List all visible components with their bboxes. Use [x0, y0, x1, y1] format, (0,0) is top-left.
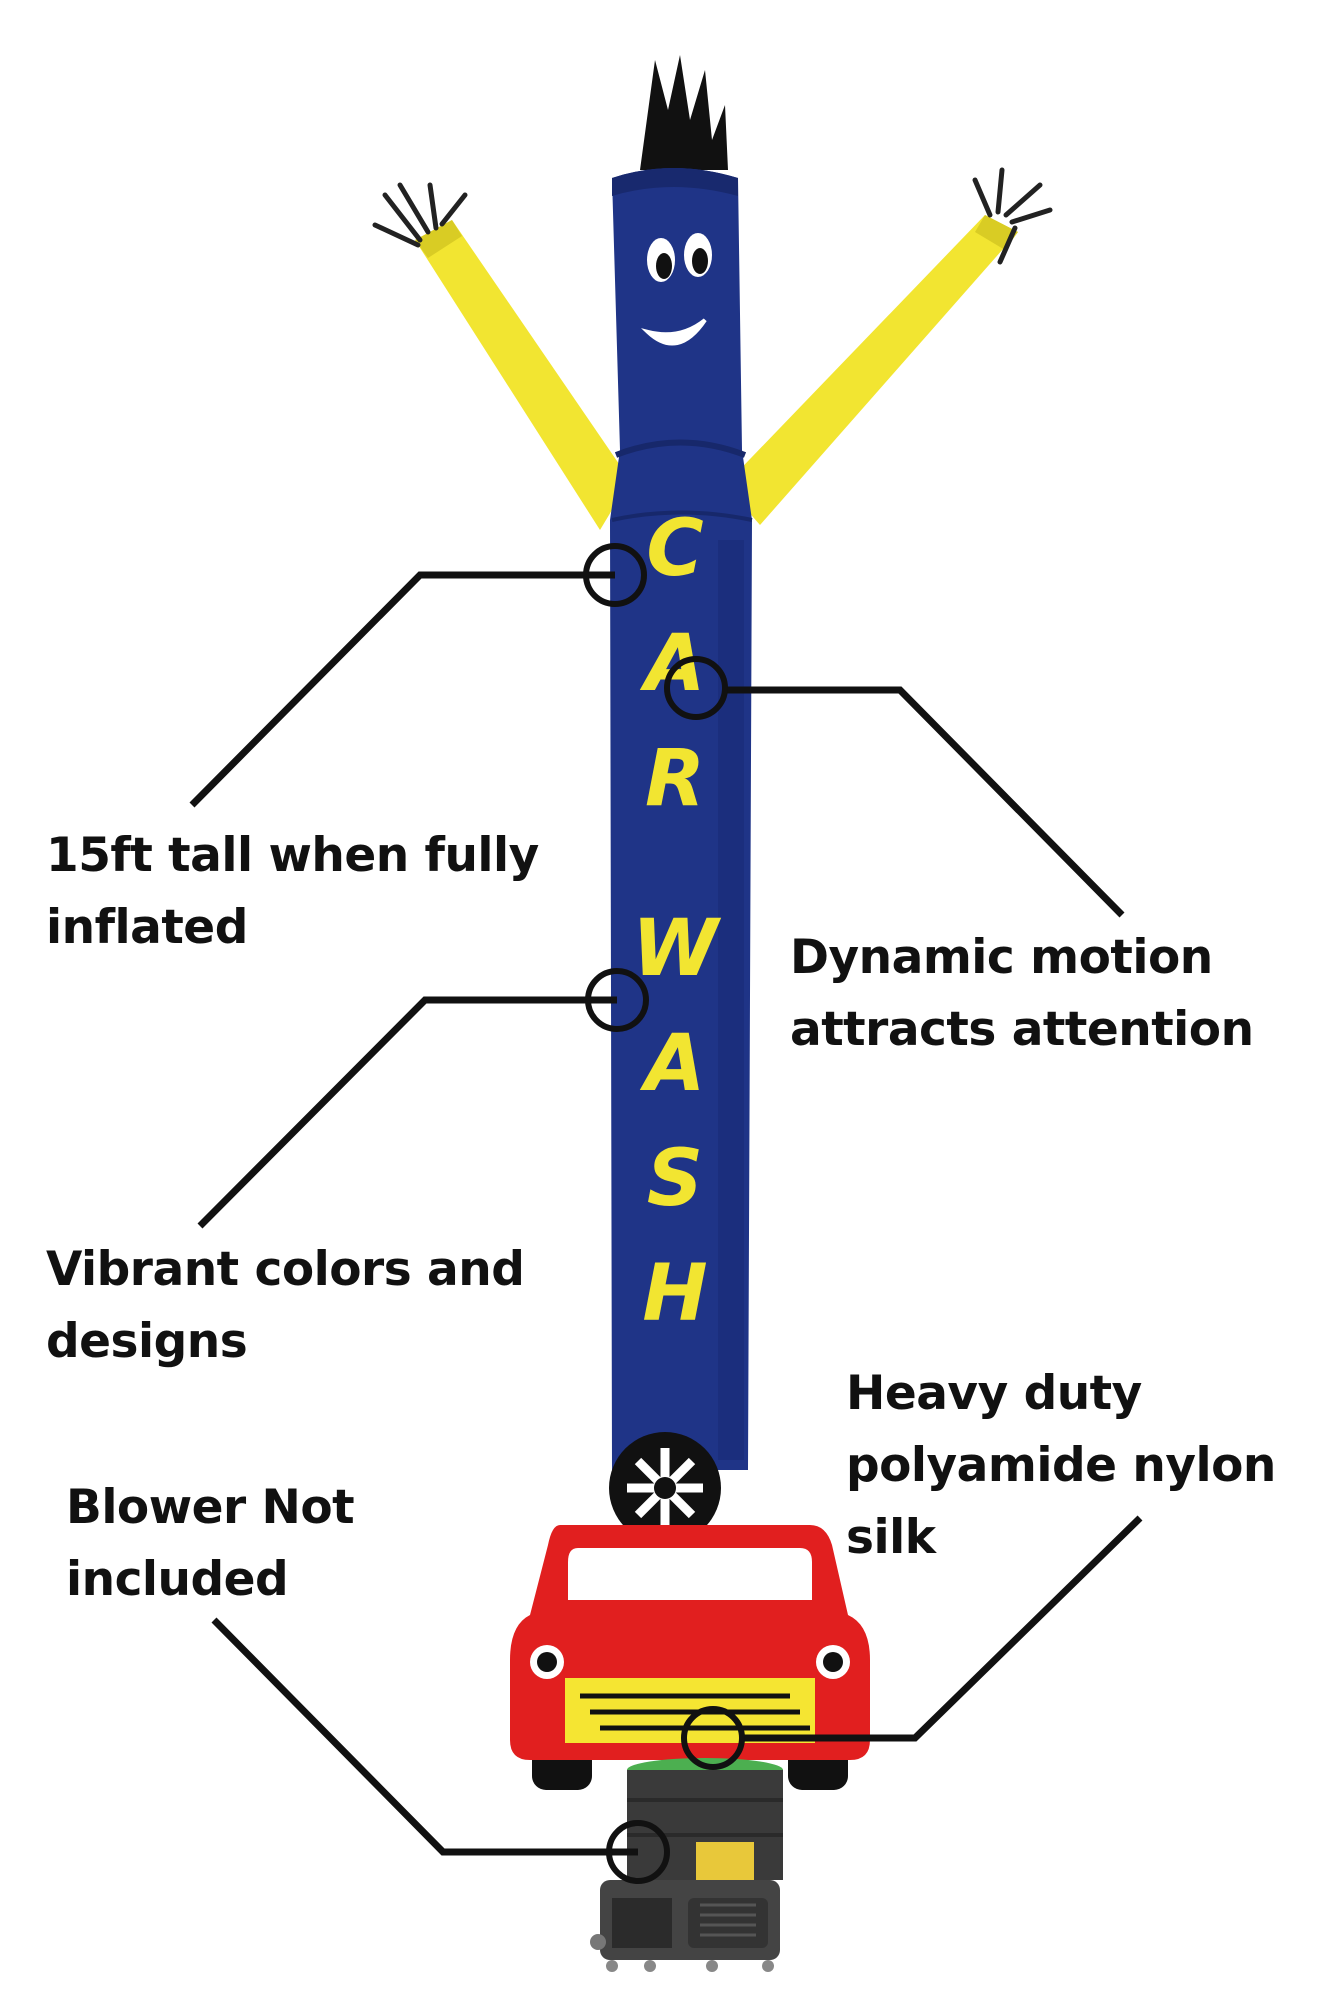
letter-c: C — [646, 504, 703, 594]
callout-colors: Vibrant colors and designs — [46, 1242, 525, 1369]
leader-line-motion — [726, 686, 1125, 918]
marker-blower — [606, 1820, 670, 1884]
callout-blower: Blower Not included — [66, 1480, 355, 1607]
top-fringe — [640, 55, 728, 170]
leader-line-blower — [211, 1617, 638, 1856]
leader-lines — [189, 571, 1143, 1856]
letter-s: S — [647, 1134, 703, 1224]
marker-motion — [664, 656, 728, 720]
leader-line-height — [189, 571, 615, 808]
car-icon — [510, 1432, 870, 1790]
callout-markers — [583, 543, 745, 1884]
letter-h: H — [642, 1249, 707, 1339]
letter-r: R — [645, 734, 705, 824]
car-wash-lettering: C A R W A S H — [632, 504, 722, 1339]
smiley-face — [640, 233, 712, 346]
callout-motion: Dynamic motion attracts attention — [790, 930, 1254, 1057]
letter-a2: A — [639, 1019, 705, 1109]
blower-unit — [590, 1758, 783, 1972]
letter-a: A — [639, 619, 705, 709]
marker-colors — [585, 968, 649, 1032]
callout-fabric: Heavy duty polyamide nylon silk — [846, 1366, 1276, 1565]
letter-w: W — [632, 904, 722, 994]
right-arm — [725, 167, 1053, 525]
leader-line-fabric — [742, 1515, 1143, 1742]
leader-line-colors — [197, 996, 617, 1229]
marker-height — [583, 543, 647, 607]
marker-fabric — [681, 1706, 745, 1770]
left-arm — [372, 182, 630, 530]
callout-height: 15ft tall when fully inflated — [46, 828, 539, 955]
